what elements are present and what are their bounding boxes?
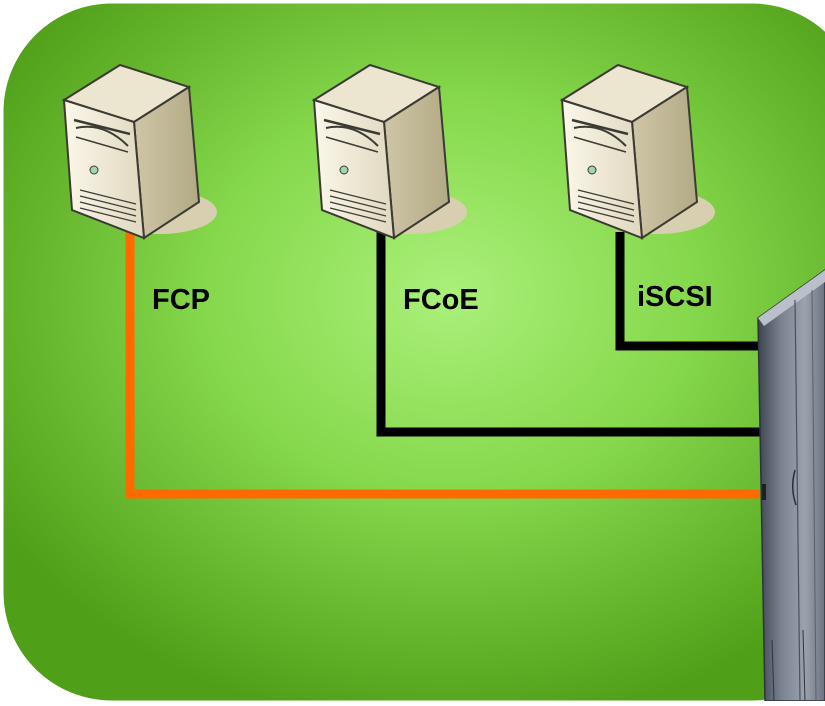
fcp-link-line xyxy=(125,232,760,499)
storage-array-icon xyxy=(757,269,825,702)
fcp-server-icon xyxy=(61,63,217,240)
fcp-label: FCP xyxy=(152,284,210,316)
fcoe-label: FCoE xyxy=(403,284,479,316)
fcoe-server-icon xyxy=(311,63,467,240)
iscsi-link-line xyxy=(615,232,760,351)
fcoe-link-line xyxy=(376,232,760,437)
iscsi-server-icon xyxy=(559,63,715,240)
iscsi-label: iSCSI xyxy=(637,281,713,313)
